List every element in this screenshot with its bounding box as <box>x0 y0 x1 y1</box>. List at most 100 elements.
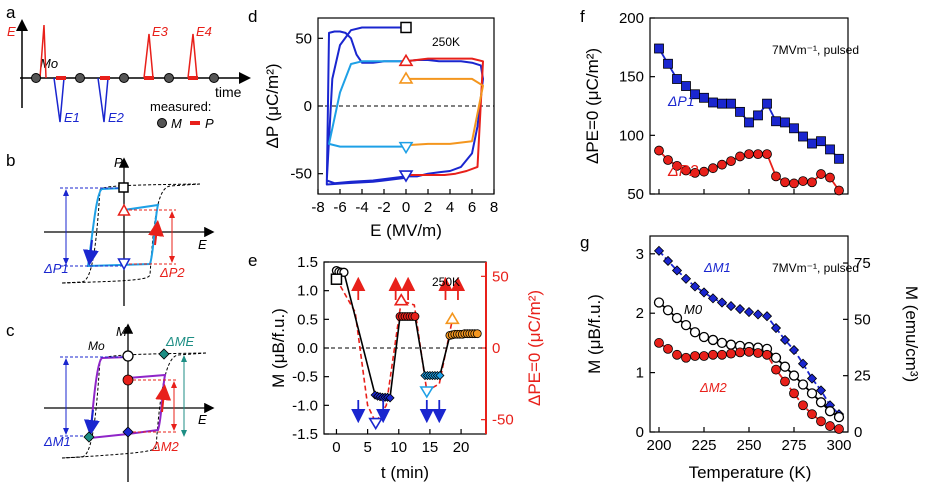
panel-c-teal-diamond-right <box>158 348 170 360</box>
panel-e-xlabel: t (min) <box>381 463 429 482</box>
panel-b-e-label: E <box>198 237 207 252</box>
panel-a-pulse-e3 <box>143 33 154 79</box>
panel-g-point-red <box>771 364 781 375</box>
panel-g-point-red <box>825 421 835 431</box>
panel-f-point-blue <box>816 136 826 147</box>
panel-c-down-arrow <box>83 409 100 436</box>
panel-e-y-tick-label: -1.5 <box>292 426 318 443</box>
panel-f-point-blue <box>717 98 727 109</box>
panel-d-series <box>325 26 484 186</box>
panel-b: b P E ΔP1 ΔP2 <box>6 151 215 306</box>
panel-f-point-blue <box>798 131 808 142</box>
panel-d-markers <box>398 21 414 183</box>
panel-g-point-red <box>672 349 682 360</box>
panel-g-y2-tick-label: 75 <box>854 255 871 272</box>
panel-c-m0-marker <box>122 350 134 362</box>
panel-g-point-black <box>824 406 836 417</box>
panel-c-dme-label: ΔME <box>165 334 195 349</box>
panel-g-point-blue <box>770 322 782 334</box>
panel-a-m-points <box>31 73 219 83</box>
panel-b-dp1-label: ΔP1 <box>43 261 69 276</box>
panel-a-e2-label: E2 <box>108 110 125 125</box>
panel-e-y-tick-label: 0.5 <box>297 311 318 328</box>
panel-g-point-black <box>788 370 800 381</box>
panel-d-series-line-orange <box>405 77 484 147</box>
panel-g-point-black <box>779 361 791 372</box>
panel-g-y-tick-label: 2 <box>636 305 644 322</box>
panel-e-m-point <box>385 393 395 403</box>
panel-g-point-red <box>735 347 745 358</box>
panel-g-series-label-m2: ΔM2 <box>699 380 728 395</box>
panel-f-point-blue <box>825 144 835 155</box>
panel-b-square-marker <box>118 182 129 193</box>
panel-f-point-red <box>672 160 682 171</box>
p-mark <box>56 76 66 80</box>
panel-e-p-marker-red <box>393 293 409 306</box>
panel-f-point-blue <box>807 138 817 149</box>
panel-g-ylabel: M (μB/f.u.) <box>585 294 604 374</box>
panel-e-x-tick-label: 20 <box>453 439 470 456</box>
panel-a-pulse-e2 <box>97 77 109 123</box>
panel-g-y-tick-label: 1 <box>636 365 644 382</box>
panel-c-up-arrow <box>155 384 172 413</box>
panel-g-point-blue <box>653 245 665 256</box>
panel-g-point-blue <box>680 273 692 284</box>
m-point <box>164 73 174 83</box>
panel-g-point-black <box>662 305 674 316</box>
panel-g-x-tick-label: 250 <box>736 437 761 454</box>
panel-e-x-tick-label: 15 <box>422 439 439 456</box>
panel-f-y-tick-label: 150 <box>619 69 644 86</box>
panel-g-point-red <box>798 400 808 411</box>
panel-f-point-red <box>744 149 754 160</box>
panel-g-point-red <box>726 348 736 359</box>
panel-e-y-tick-label: 0.0 <box>297 340 318 357</box>
panel-e-x-tick-label: 10 <box>390 439 407 456</box>
panel-g-y-tick-label: 0 <box>636 424 644 441</box>
panel-g-point-black <box>716 337 728 349</box>
m-point <box>119 73 129 83</box>
panel-g-point-blue <box>797 358 809 369</box>
panel-d-x-tick-label: -8 <box>311 199 324 216</box>
panel-e-x-tick-label: 5 <box>363 439 371 456</box>
panel-g-y-tick-label: 3 <box>636 246 644 263</box>
panel-d-x-tick-label: -2 <box>377 199 390 216</box>
panel-d-x-tick-label: 8 <box>490 199 498 216</box>
panel-g-point-blue <box>671 265 683 276</box>
panel-g-point-red <box>753 348 763 358</box>
panel-a-p-marks <box>56 76 198 80</box>
panel-f-point-blue <box>735 106 745 117</box>
p-mark <box>144 76 154 80</box>
panel-f-y-tick-label: 50 <box>627 186 644 203</box>
panel-f-point-blue <box>753 110 763 121</box>
panel-g-point-blue <box>707 293 719 304</box>
panel-g-series-label-m0: M0 <box>684 302 703 317</box>
panel-d-series-line-red <box>405 57 484 176</box>
panel-a-e1-label: E1 <box>64 110 80 125</box>
panel-label-b: b <box>6 151 15 170</box>
panel-c: c M E Mo ΔM1 ΔM2 ΔME <box>6 321 215 482</box>
panel-d-y-tick-label: -50 <box>290 166 312 183</box>
panel-d-y-tick-label: 50 <box>295 30 312 47</box>
panel-e-p-dashed <box>335 278 454 425</box>
panel-f-point-red <box>834 185 844 196</box>
panel-g-point-black <box>833 412 845 423</box>
panel-g-point-black <box>653 297 665 308</box>
panel-e-y-tick-label: 1.0 <box>297 283 318 300</box>
panel-g-point-black <box>680 319 692 331</box>
m-point <box>31 73 41 83</box>
panel-b-blue-triangle <box>117 258 131 271</box>
panel-e-p-marker-blue <box>368 417 384 431</box>
panel-c-m0-label: Mo <box>88 339 105 353</box>
panel-e-y2-tick-label: 50 <box>492 268 509 285</box>
panel-f-point-blue <box>672 74 682 84</box>
panel-a-e3-label: E3 <box>152 24 169 39</box>
panel-f-point-red <box>663 155 673 165</box>
panel-g-x-tick-label: 300 <box>826 437 851 454</box>
panel-c-dm1-label: ΔM1 <box>43 434 71 449</box>
panel-f-point-red <box>699 166 709 177</box>
panel-f-point-blue <box>780 117 790 128</box>
panel-g-series-label-m1: ΔM1 <box>703 260 731 275</box>
